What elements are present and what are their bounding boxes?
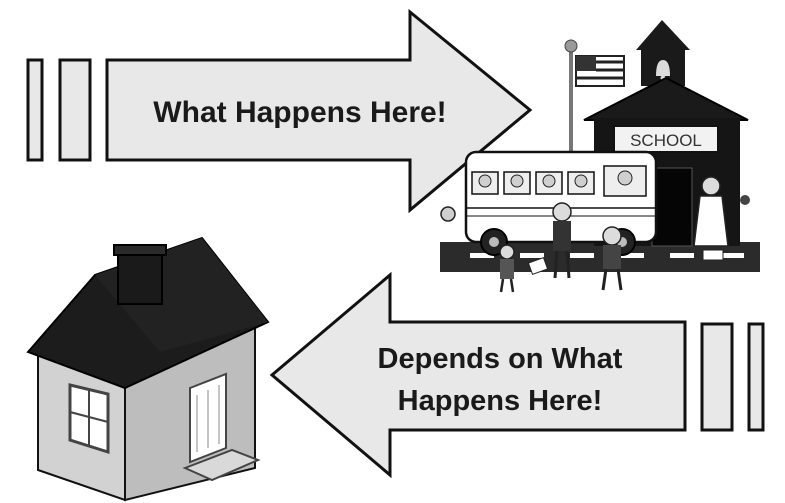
bottom-arrow xyxy=(272,275,685,475)
top-bar-2 xyxy=(60,60,90,160)
door-icon xyxy=(190,374,226,462)
house-icon xyxy=(28,238,268,500)
school-illustration: SCHOOL xyxy=(440,20,760,292)
top-bar-1 xyxy=(28,60,42,160)
bottom-bar-2 xyxy=(749,324,763,430)
bottom-arrow-text-line2: Happens Here! xyxy=(398,385,603,417)
school-sign: SCHOOL xyxy=(630,131,702,150)
top-arrow-text: What Happens Here! xyxy=(153,96,446,129)
top-arrow-group: What Happens Here! xyxy=(28,12,530,210)
bottom-arrow-text-line1: Depends on What xyxy=(378,343,623,375)
window-icon xyxy=(70,385,108,452)
bottom-arrow-group: Depends on What Happens Here! xyxy=(272,275,763,475)
bottom-bar-1 xyxy=(702,324,732,430)
bus-icon xyxy=(441,152,656,255)
